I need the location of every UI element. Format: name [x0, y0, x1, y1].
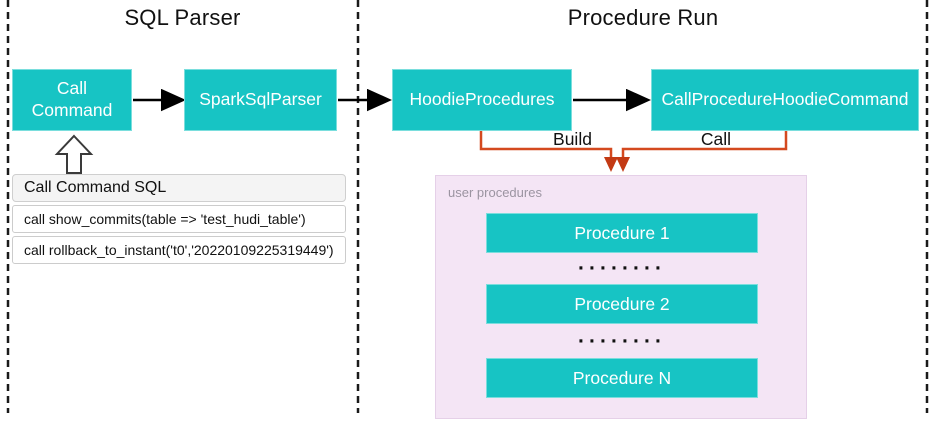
user-procedures-label: user procedures — [448, 185, 542, 200]
user-procedures-container: user procedures Procedure 1 ········ Pro… — [435, 175, 807, 419]
orange-connector-call — [621, 131, 788, 158]
sql-row-rollback-to-instant: call rollback_to_instant('t0','202201092… — [12, 236, 346, 264]
orange-arrowhead-build — [604, 157, 618, 172]
sql-panel-header: Call Command SQL — [12, 174, 346, 202]
node-sparksqlparser: SparkSqlParser — [184, 69, 337, 131]
sql-row-show-commits: call show_commits(table => 'test_hudi_ta… — [12, 205, 346, 233]
procedure-box-n: Procedure N — [486, 358, 758, 398]
edge-label-call: Call — [700, 129, 732, 149]
section-title-procedure-run: Procedure Run — [567, 5, 719, 30]
orange-connector-build — [479, 131, 613, 158]
edge-label-build: Build — [553, 129, 592, 149]
node-callprocedurehoodiecommand: CallProcedureHoodieCommand — [651, 69, 919, 131]
orange-arrowhead-call — [616, 157, 630, 172]
node-hoodieprocedures: HoodieProcedures — [392, 69, 572, 131]
procedure-box-2: Procedure 2 — [486, 284, 758, 324]
hollow-up-arrow-icon — [54, 134, 94, 174]
section-title-sql-parser: SQL Parser — [124, 5, 241, 30]
procedure-dots: ········ — [578, 257, 666, 280]
procedure-dots: ········ — [578, 330, 666, 353]
procedure-box-1: Procedure 1 — [486, 213, 758, 253]
node-call-command: Call Command — [12, 69, 132, 131]
